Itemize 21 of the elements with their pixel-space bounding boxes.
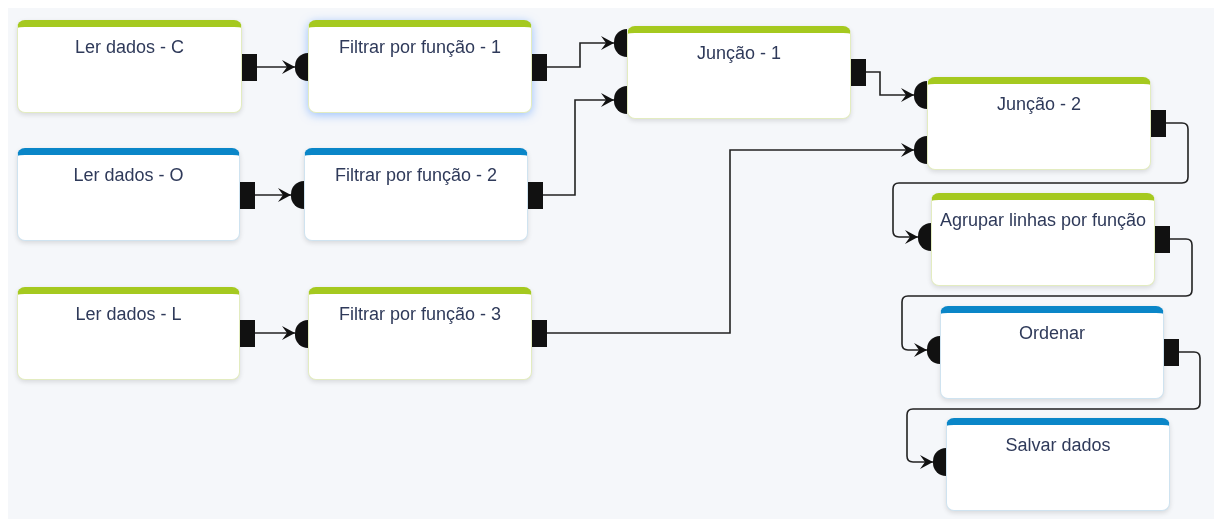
arrow [256, 60, 296, 74]
node-label: Junção - 1 [696, 43, 782, 63]
arrow [254, 188, 292, 202]
node-label: Agrupar linhas por função [939, 210, 1147, 230]
arrow [865, 71, 915, 102]
node-label: Filtrar por função - 3 [338, 304, 502, 324]
arrow [546, 36, 615, 68]
arrow [892, 122, 1189, 244]
node-label: Junção - 2 [996, 94, 1082, 114]
node-label: Filtrar por função - 2 [334, 165, 498, 185]
arrow [546, 143, 915, 334]
node-label: Ler dados - O [73, 165, 184, 185]
node-label: Filtrar por função - 1 [338, 37, 502, 57]
node-label: Ler dados - L [75, 304, 182, 324]
arrow [254, 326, 296, 340]
arrow [901, 238, 1193, 357]
node-label: Ler dados - C [74, 37, 185, 57]
node-label: Ordenar [1018, 323, 1085, 343]
node-label: Salvar dados [1005, 435, 1111, 455]
arrow [906, 351, 1201, 469]
arrow [542, 93, 615, 196]
